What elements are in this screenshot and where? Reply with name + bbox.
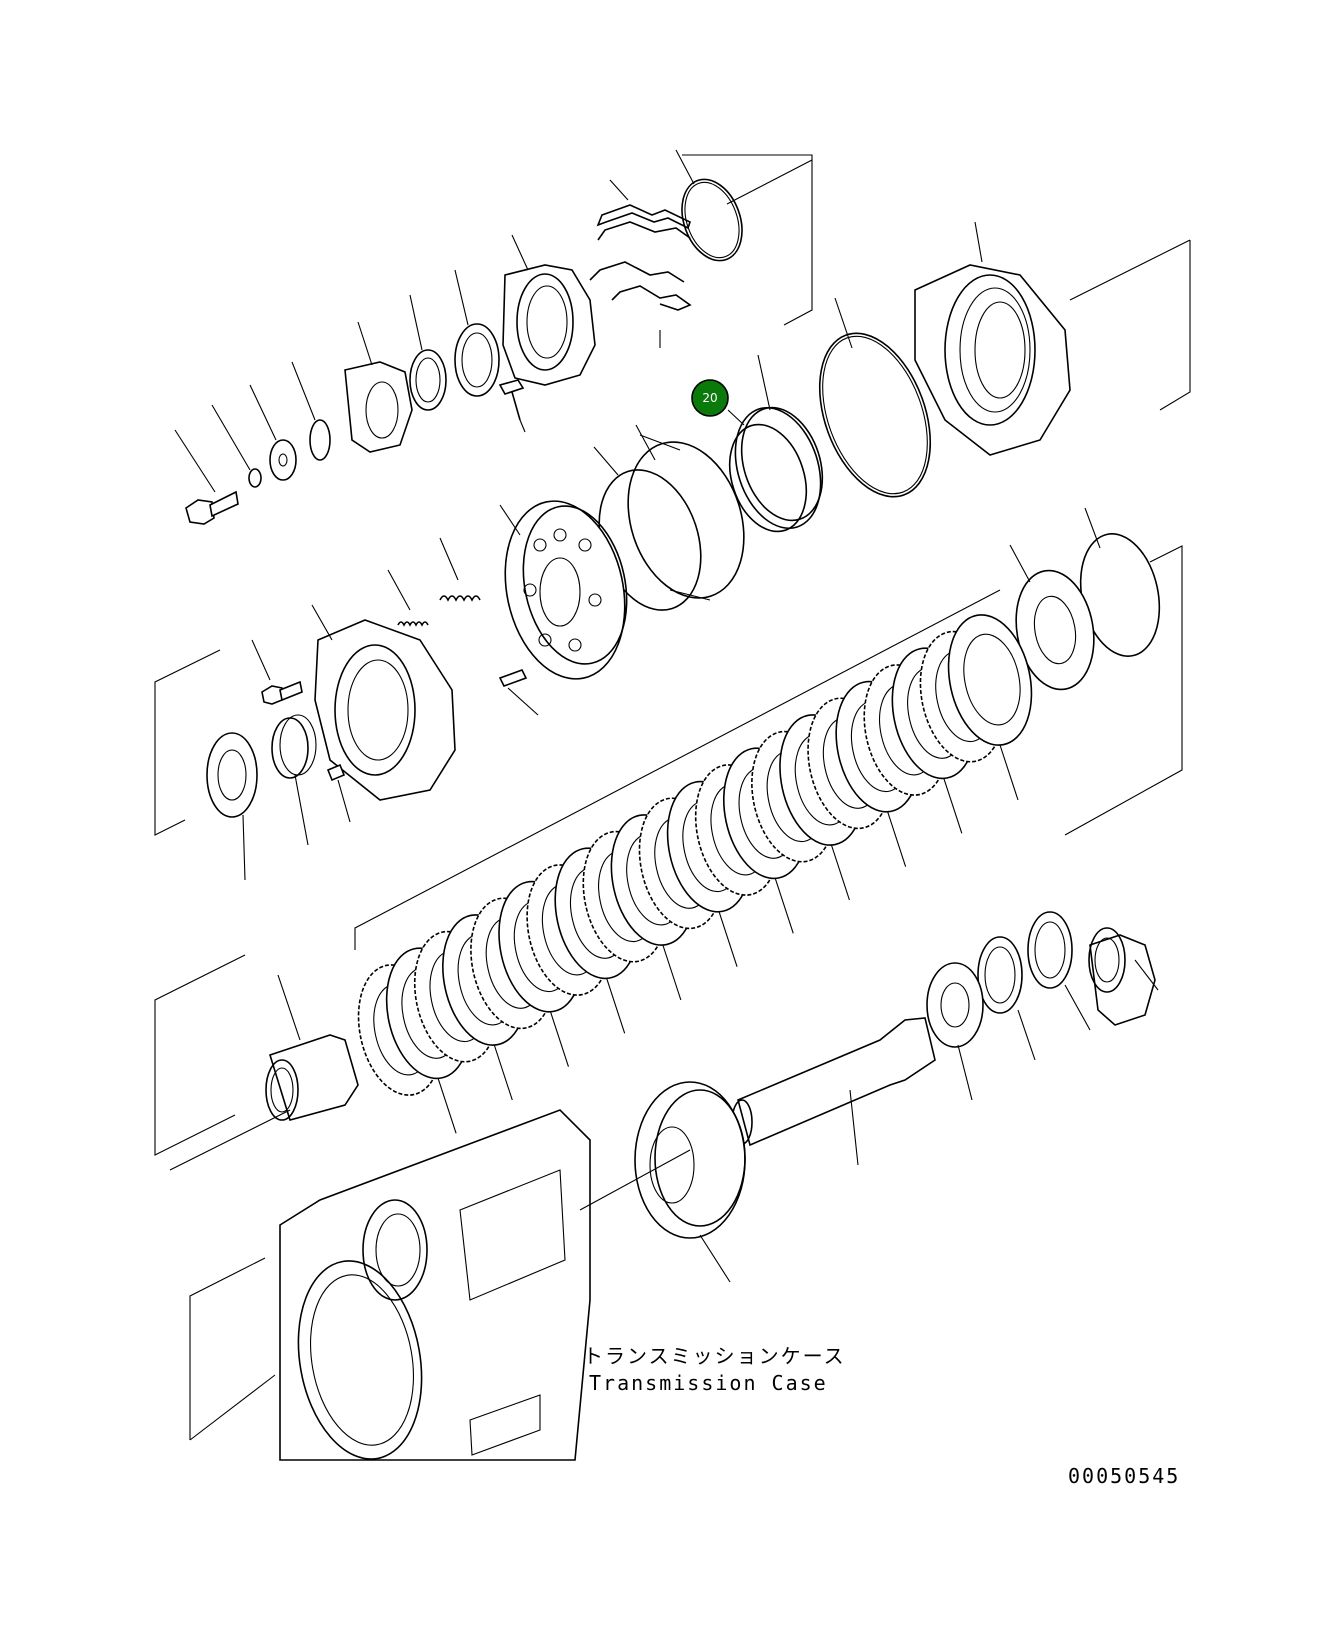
- upper-flange-carrier: [498, 234, 596, 433]
- drawing-number: 00050545: [1068, 1464, 1180, 1488]
- disc-leader-line: [887, 811, 907, 867]
- disc-leader-line: [830, 844, 850, 901]
- middle-bearing: [206, 732, 258, 881]
- clutch-pack-bracket: [154, 589, 1001, 1156]
- plate-bore: [963, 633, 1021, 726]
- large-o-ring: [818, 297, 932, 498]
- callout-20[interactable]: 20: [691, 379, 729, 417]
- lower-ring-a: [1027, 911, 1091, 1031]
- cover-flange: [311, 604, 456, 801]
- transmission-case: [189, 1109, 691, 1461]
- upper-bolt: [174, 429, 239, 525]
- svg-text:20: 20: [702, 391, 717, 405]
- thrust-washer-right: [1009, 544, 1095, 691]
- upper-ring-b: [409, 294, 447, 411]
- dowel-pin: [498, 669, 539, 716]
- seal-ring-pair: [728, 354, 824, 533]
- clutch-sleeve: [593, 424, 745, 611]
- upper-ring-a: [454, 269, 500, 397]
- spring-clips: [589, 179, 692, 348]
- callout-20-leader: [727, 409, 745, 426]
- friction-disc: [947, 614, 1033, 746]
- lower-ring-b: [977, 936, 1036, 1061]
- upper-washer: [249, 384, 297, 481]
- disc-leader-line: [718, 911, 738, 967]
- return-springs: [387, 537, 481, 627]
- middle-bolt: [251, 639, 303, 705]
- middle-left-bracket: [154, 649, 221, 836]
- clutch-housing: [914, 221, 1071, 456]
- retaining-ring-top: [675, 149, 743, 262]
- disc-leader-line: [606, 978, 626, 1034]
- clutch-disc-pack: [357, 614, 1033, 1134]
- splined-hub: [169, 974, 359, 1171]
- disc-leader-line: [549, 1011, 569, 1067]
- lower-yoke: [1088, 927, 1159, 1026]
- drive-gear: [634, 1081, 746, 1283]
- case-label-english: Transmission Case: [589, 1371, 828, 1395]
- upper-small-washer: [211, 404, 262, 488]
- disc-leader-line: [662, 944, 682, 1001]
- case-label-japanese: トランスミッションケース: [583, 1344, 846, 1368]
- disc-leader-line: [999, 744, 1019, 801]
- upper-o-ring: [291, 361, 331, 461]
- right-bracket: [1064, 545, 1183, 836]
- middle-small-screw: [326, 763, 351, 823]
- upper-bracket: [682, 154, 1191, 411]
- lower-bearing: [926, 962, 984, 1101]
- output-shaft: [731, 1017, 936, 1166]
- disc-leader-line: [774, 878, 794, 934]
- disc-leader-line: [437, 1078, 457, 1134]
- disc-leader-line: [943, 778, 963, 834]
- middle-collar: [271, 714, 317, 846]
- upper-yoke: [344, 321, 413, 453]
- clutch-piston: [499, 500, 628, 680]
- disc-leader-line: [493, 1044, 513, 1101]
